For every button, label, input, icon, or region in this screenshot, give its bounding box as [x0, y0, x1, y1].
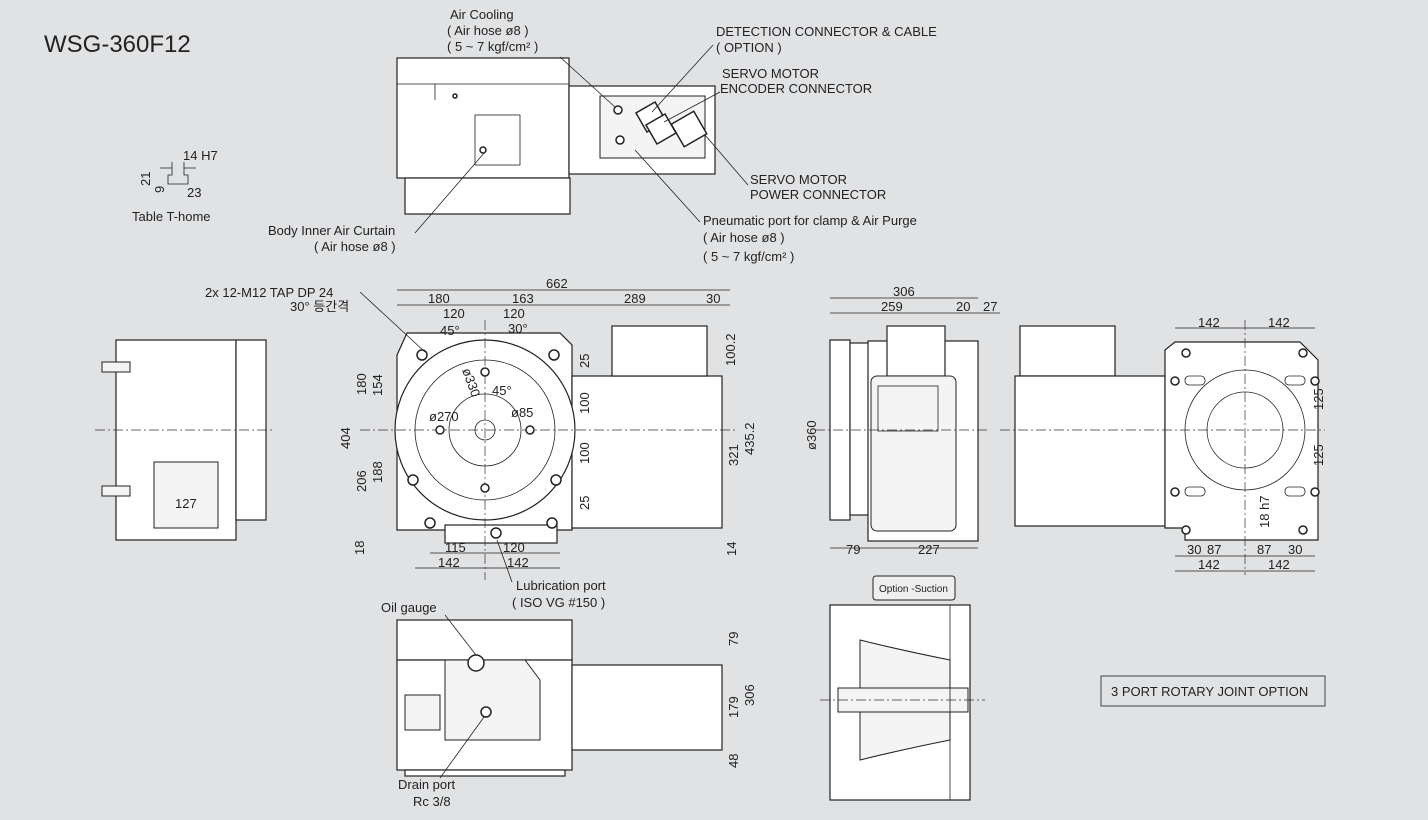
t-home-label: Table T-home [132, 209, 211, 224]
tap-spacing: 30° 등간격 [290, 299, 349, 314]
dim-30-left: 30 [1187, 542, 1201, 557]
dim-30: 30 [706, 291, 720, 306]
left-view-dim: 127 [175, 496, 197, 511]
dim-142-bottom-left: 142 [1198, 557, 1220, 572]
t-home-d2: 9 [152, 186, 167, 193]
dim-289: 289 [624, 291, 646, 306]
dim-142-top-right: 142 [1268, 315, 1290, 330]
pneumatic-port-label: Pneumatic port for clamp & Air Purge [703, 213, 917, 228]
dim-120-left: 120 [443, 306, 465, 321]
left-view: 127 [95, 339, 272, 541]
option-suction-label: Option -Suction [879, 584, 948, 595]
air-curtain-hose: ( Air hose ø8 ) [314, 239, 396, 254]
dia-360: ø360 [804, 420, 819, 450]
pneumatic-pressure: ( 5 ~ 7 kgf/cm² ) [703, 249, 794, 264]
dim-142-right: 142 [507, 555, 529, 570]
front-view: 2x 12-M12 TAP DP 24 30° 등간격 662 180 163 … [205, 276, 757, 610]
dim-79-bottom: 79 [726, 632, 741, 646]
dim-154: 154 [370, 374, 385, 396]
dim-48: 48 [726, 754, 741, 768]
detection-connector-label: DETECTION CONNECTOR & CABLE [716, 24, 937, 39]
dim-100-bottom: 100 [577, 442, 592, 464]
drain-port-size: Rc 3/8 [413, 794, 451, 809]
dim-163: 163 [512, 291, 534, 306]
t-home-d3: 23 [187, 185, 201, 200]
top-view: Air Cooling ( Air hose ø8 ) ( 5 ~ 7 kgf/… [268, 7, 937, 264]
t-home-d1: 21 [138, 172, 153, 186]
dim-142-top-left: 142 [1198, 315, 1220, 330]
t-home-width: 14 H7 [183, 148, 218, 163]
angle-45-inner: 45° [492, 383, 512, 398]
dim-180: 180 [428, 291, 450, 306]
dim-306: 306 [893, 284, 915, 299]
dim-79: 79 [846, 542, 860, 557]
encoder-connector-icon [644, 112, 678, 146]
dim-142-bottom-right: 142 [1268, 557, 1290, 572]
rear-view: 142 142 125 125 18 h7 30 87 87 30 142 14… [1000, 315, 1326, 575]
dim-100-top: 100 [577, 392, 592, 414]
air-cooling-hose: ( Air hose ø8 ) [447, 23, 529, 38]
side-view: 306 259 20 27 ø360 79 227 [804, 284, 1000, 557]
dim-120-bottom: 120 [503, 540, 525, 555]
encoder-label-2: ENCODER CONNECTOR [720, 81, 872, 96]
power-label-1: SERVO MOTOR [750, 172, 847, 187]
rotary-joint-option-box: 3 PORT ROTARY JOINT OPTION [1100, 675, 1326, 707]
pneumatic-hose: ( Air hose ø8 ) [703, 230, 785, 245]
dim-20: 20 [956, 299, 970, 314]
dim-100-2: 100.2 [723, 333, 738, 366]
dim-206: 206 [354, 470, 369, 492]
dim-120-right: 120 [503, 306, 525, 321]
mounting-holes [407, 349, 562, 539]
tap-note: 2x 12-M12 TAP DP 24 [205, 285, 333, 300]
dim-87-left: 87 [1207, 542, 1221, 557]
dim-25-bottom: 25 [577, 496, 592, 510]
dim-125-top: 125 [1311, 388, 1326, 410]
dim-404: 404 [338, 427, 353, 449]
dia-85: ø85 [511, 405, 533, 420]
dim-227: 227 [918, 542, 940, 557]
air-cooling-pressure: ( 5 ~ 7 kgf/cm² ) [447, 39, 538, 54]
dim-115: 115 [445, 540, 466, 555]
dim-306-bottom: 306 [742, 684, 757, 706]
rotary-joint-option-label: 3 PORT ROTARY JOINT OPTION [1111, 684, 1308, 699]
power-connector-icon [670, 110, 708, 148]
dim-142-left: 142 [438, 555, 460, 570]
dim-321: 321 [726, 444, 741, 466]
lubrication-oil-spec: ( ISO VG #150 ) [512, 595, 605, 610]
dim-87-right: 87 [1257, 542, 1271, 557]
model-title: WSG-360F12 [44, 31, 191, 58]
oil-gauge-label: Oil gauge [381, 600, 437, 615]
air-cooling-label: Air Cooling [450, 7, 514, 22]
t-home-detail: 14 H7 21 9 23 Table T-home [132, 148, 218, 224]
dia-270: ø270 [429, 409, 459, 424]
section-view: Option -Suction [820, 575, 985, 801]
bottom-view: Oil gauge Drain port Rc 3/8 79 306 179 4… [381, 600, 757, 809]
air-curtain-label: Body Inner Air Curtain [268, 223, 395, 238]
lubrication-port-label: Lubrication port [516, 578, 606, 593]
dim-18-h7: 18 h7 [1257, 495, 1272, 528]
dim-25-top: 25 [577, 354, 592, 368]
dim-662: 662 [546, 276, 568, 291]
drain-port-label: Drain port [398, 777, 455, 792]
dim-125-bottom: 125 [1311, 444, 1326, 466]
angle-30: 30° [508, 321, 528, 336]
dim-259: 259 [881, 299, 903, 314]
encoder-label-1: SERVO MOTOR [722, 66, 819, 81]
dim-30-right: 30 [1288, 542, 1302, 557]
angle-45: 45° [440, 323, 460, 338]
dim-27: 27 [983, 299, 997, 314]
dim-188: 188 [370, 461, 385, 483]
dim-14: 14 [724, 542, 739, 556]
dim-18: 18 [352, 541, 367, 555]
dim-179: 179 [726, 696, 741, 718]
detection-option: ( OPTION ) [716, 40, 782, 55]
dim-180-left: 180 [354, 373, 369, 395]
power-label-2: POWER CONNECTOR [750, 187, 886, 202]
dim-435-2: 435.2 [742, 422, 757, 455]
